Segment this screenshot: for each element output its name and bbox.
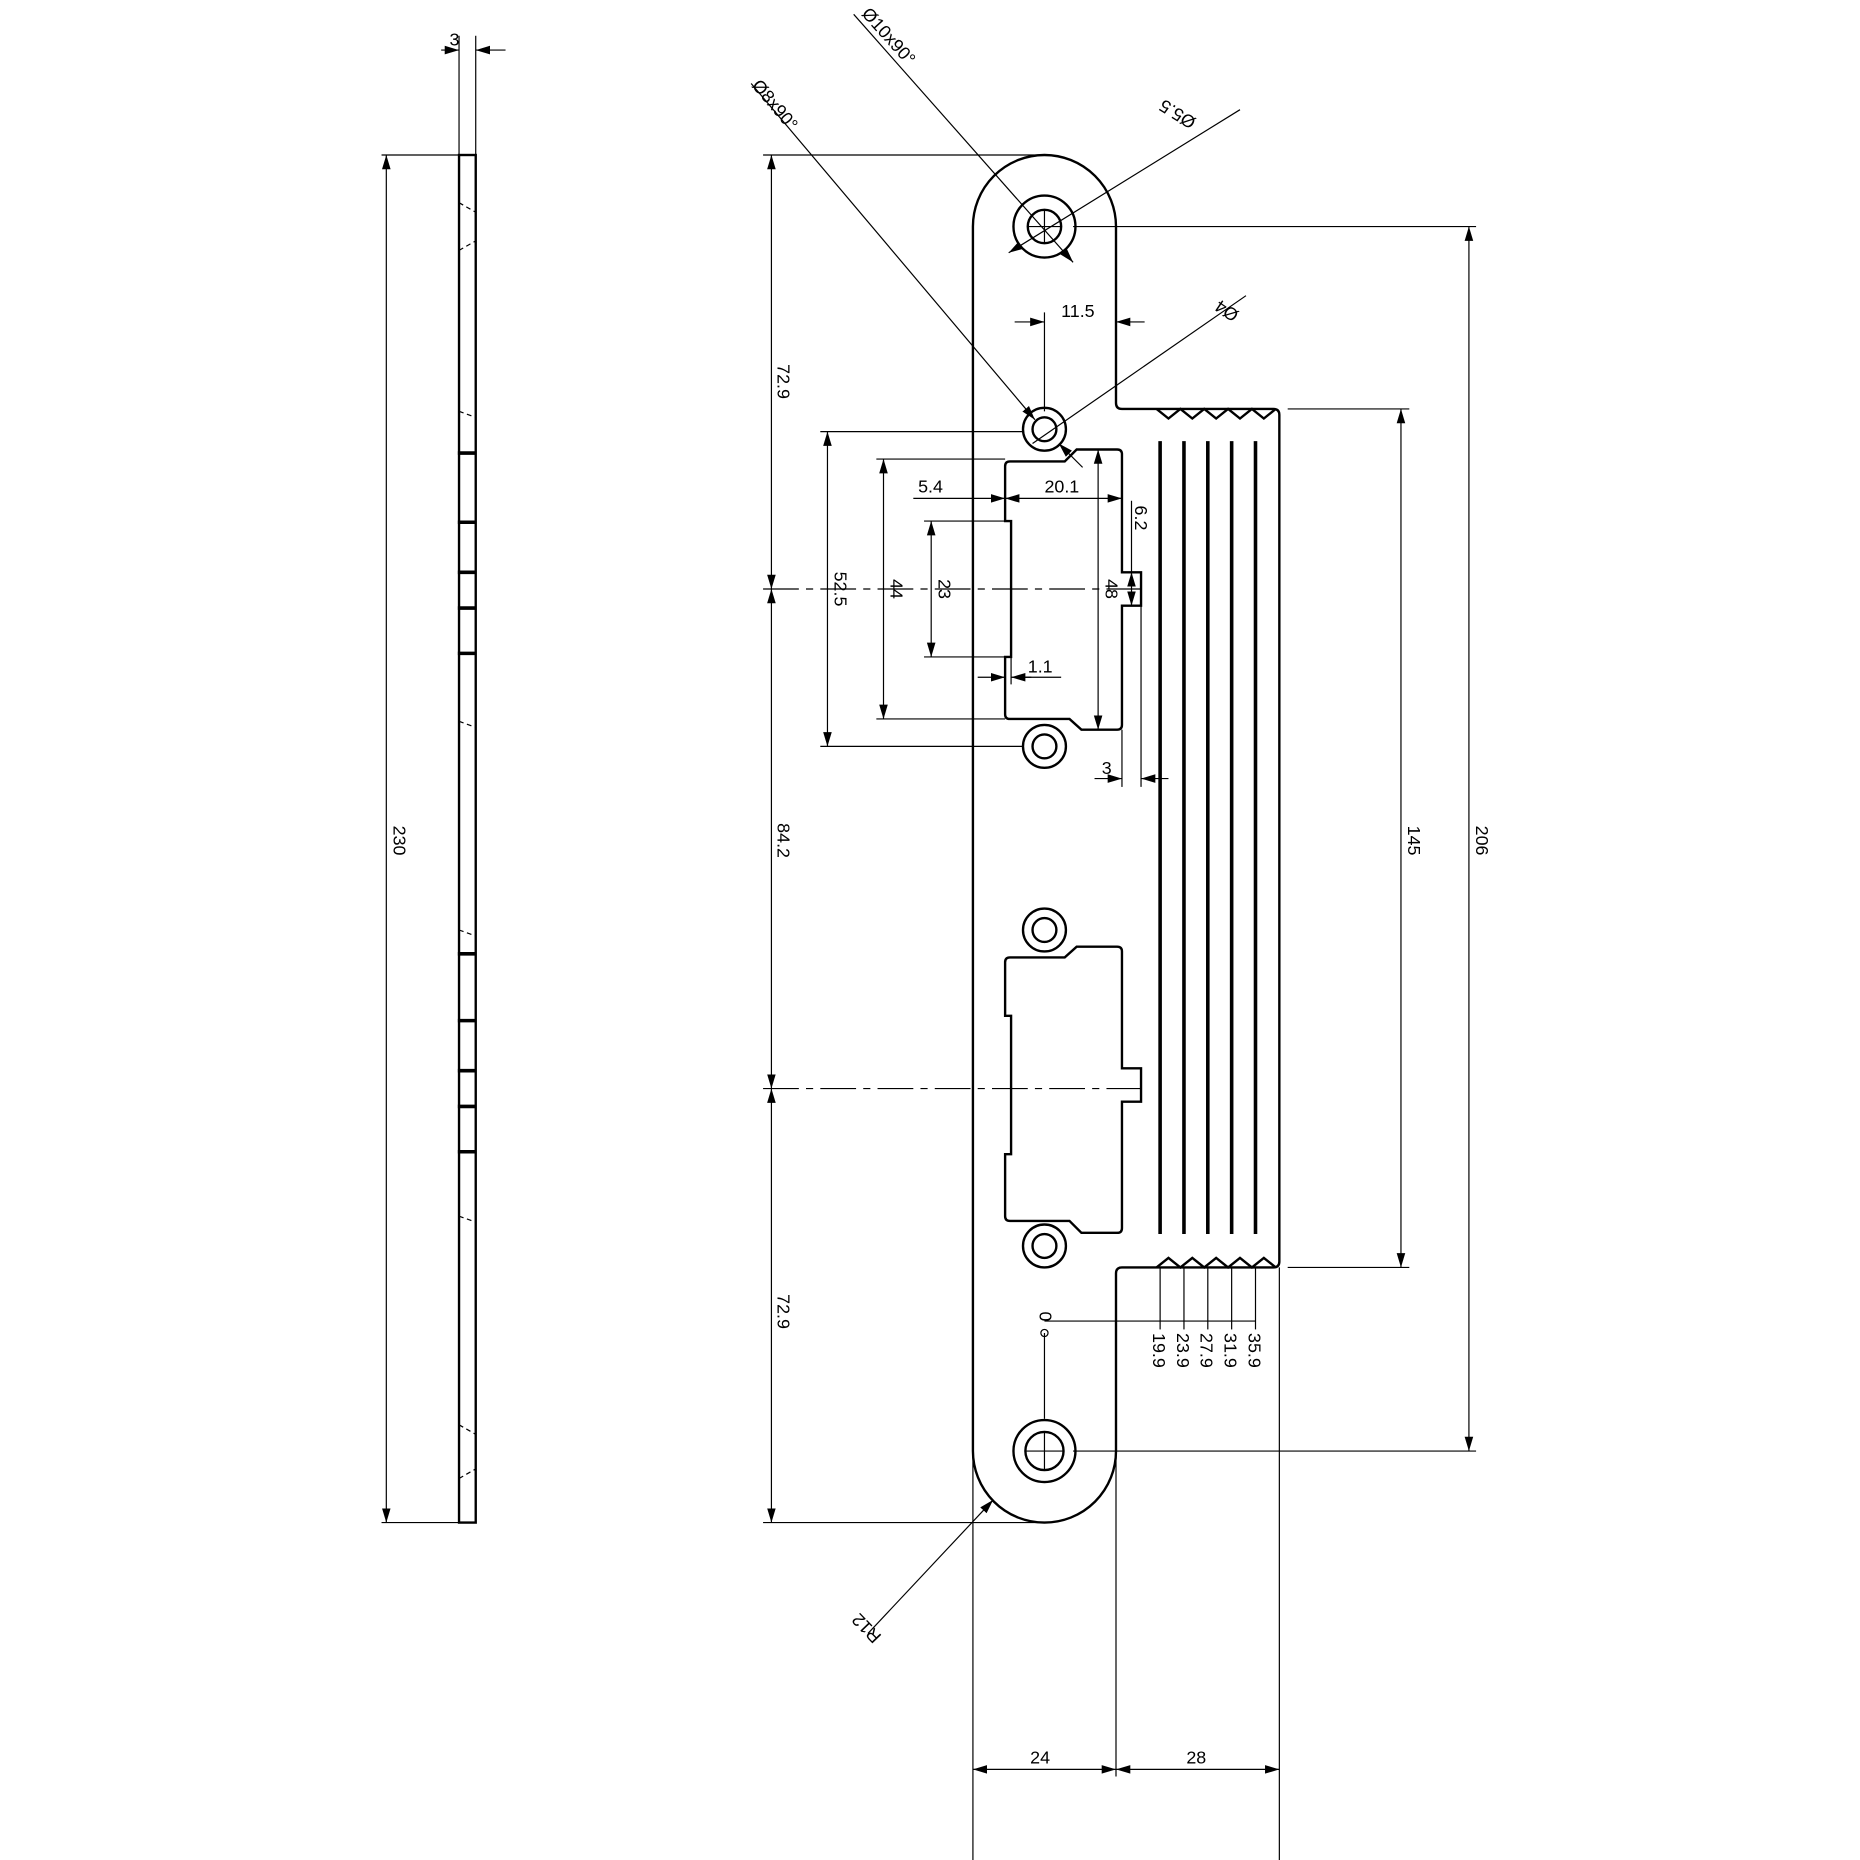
dimension-label: 28: [1186, 1747, 1206, 1767]
dimension-label: Ø5.5: [1156, 95, 1200, 133]
dim-length: 230: [389, 826, 409, 856]
dimension-label: 44: [887, 579, 907, 599]
dimension-label: 27.9: [1197, 1333, 1217, 1368]
strike-plate: [763, 153, 1281, 1524]
dimension-label: 23.9: [1173, 1333, 1193, 1368]
grooves: [1158, 441, 1258, 1235]
holes: [1012, 194, 1077, 1484]
dimension-label: 84.2: [773, 823, 793, 858]
dim-thickness: 3: [450, 29, 460, 49]
dimension-label: Ø4: [1211, 296, 1242, 326]
dimension-label: 206: [1472, 826, 1492, 856]
dimension-label: 24: [1030, 1747, 1050, 1767]
dimension-label: Ø10x90°: [858, 4, 920, 69]
dimension-label: 20.1: [1044, 476, 1079, 496]
dimension-label: 1.1: [1028, 656, 1053, 676]
dimension-label: 35.9: [1244, 1333, 1264, 1368]
dimension-label: 6.2: [1131, 506, 1151, 531]
dimension-label: 19.9: [1149, 1333, 1169, 1368]
dimension-label: 5.4: [918, 476, 943, 496]
dimension-label: 48: [1101, 579, 1121, 599]
dimension-label: 3: [1102, 758, 1112, 778]
dimension-label: 72.9: [773, 364, 793, 399]
dimension-label: 145: [1404, 826, 1424, 856]
dimension-label: R12: [848, 1609, 885, 1647]
dimension-label: Ø8x90°: [748, 76, 802, 135]
dimension-label: 23: [934, 579, 954, 599]
dimension-label: 11.5: [1061, 301, 1095, 321]
dimension-label: 52.5: [831, 572, 851, 607]
dimensions: Ø10x90° Ø5.5 Ø8x90° Ø4 R12 11.5 72.9 84.…: [748, 4, 1492, 1860]
dimension-label: 0: [1036, 1312, 1056, 1322]
side-view: 230 3: [381, 29, 506, 1524]
dimension-label: 31.9: [1221, 1333, 1241, 1368]
dimension-label: 72.9: [773, 1294, 793, 1329]
